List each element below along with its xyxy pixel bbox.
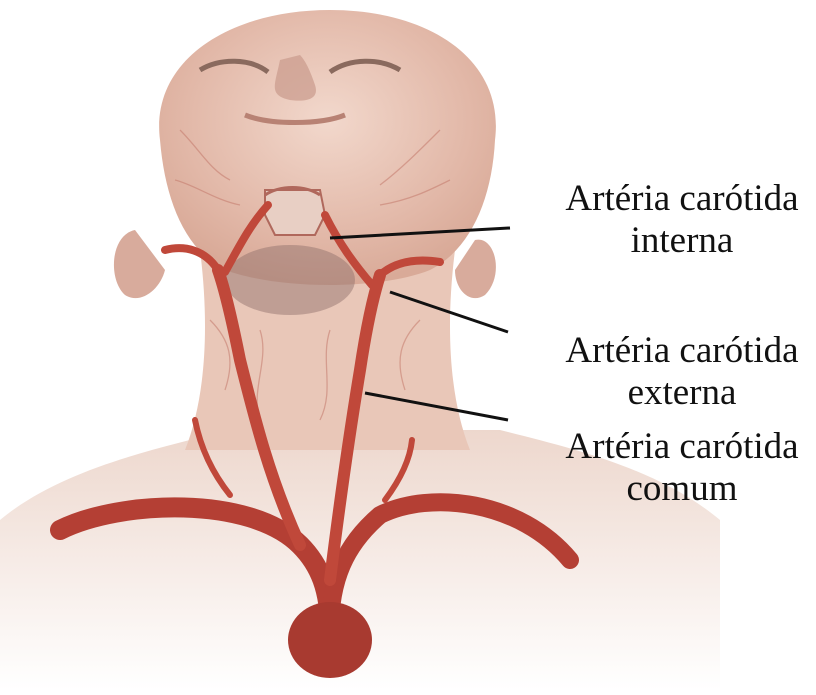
label-external-line2: externa (548, 372, 816, 414)
label-common-line2: comum (548, 468, 816, 510)
label-external-carotid: Artéria carótida externa (548, 330, 816, 414)
left-ear (114, 230, 165, 298)
head (159, 10, 496, 285)
throat-shadow (225, 245, 355, 315)
label-internal-carotid: Artéria carótida interna (548, 178, 816, 262)
larynx (265, 190, 325, 235)
label-common-line1: Artéria carótida (548, 426, 816, 468)
right-ear (455, 240, 496, 299)
label-external-line1: Artéria carótida (548, 330, 816, 372)
label-common-carotid: Artéria carótida comum (548, 426, 816, 510)
label-internal-line1: Artéria carótida (548, 178, 816, 220)
label-internal-line2: interna (548, 220, 816, 262)
heart (288, 602, 372, 678)
